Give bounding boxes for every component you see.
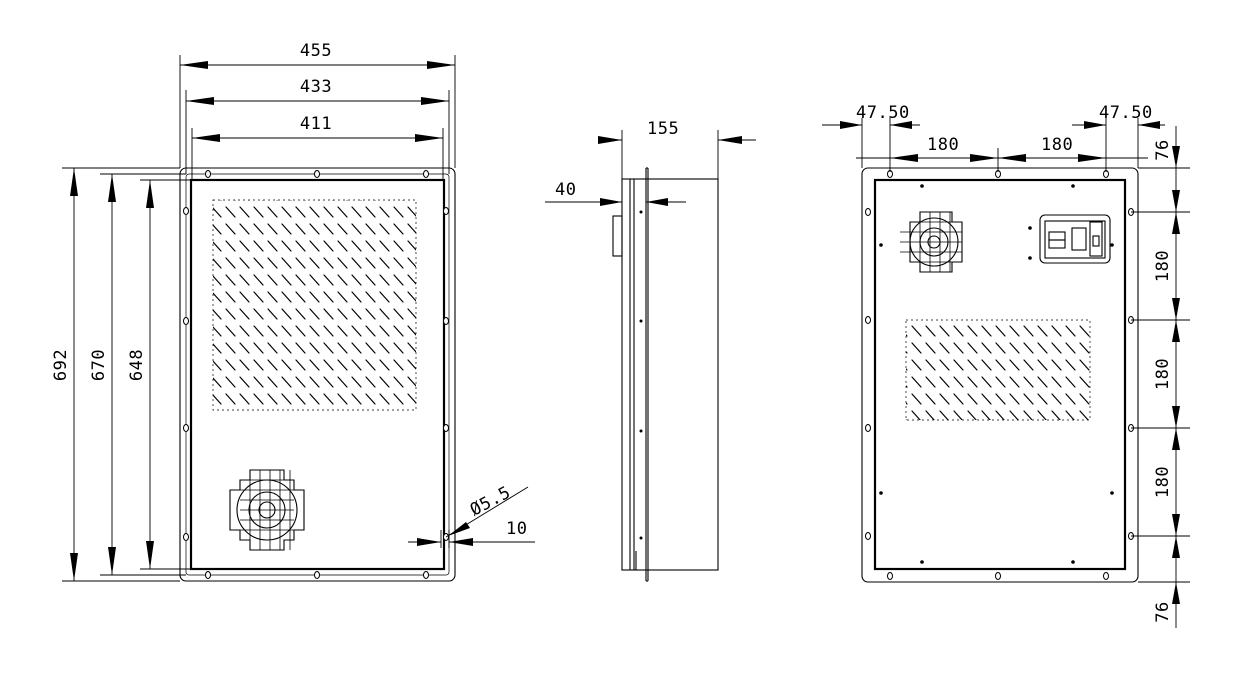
rear-controller-icon (1039, 214, 1111, 264)
rear-vent-outline (905, 319, 1091, 421)
rear-view: 47.50 47.50 180 180 (822, 103, 1190, 628)
hole-callout: Ø5.5 10 (408, 483, 535, 548)
dim-648-label: 648 (127, 349, 147, 381)
front-vent-grille (213, 200, 416, 410)
dim-40-label: 40 (555, 180, 576, 200)
front-outer-flange (179, 167, 456, 582)
rear-vertical-dimensions: 76 180 180 180 76 (1131, 126, 1190, 628)
side-flange-dimension: 40 (545, 180, 686, 206)
rear-horizontal-dimensions: 47.50 47.50 180 180 (822, 103, 1165, 172)
dim-155-label: 155 (647, 119, 679, 139)
rear-panel (873, 178, 1127, 571)
dim-455-label: 455 (300, 41, 332, 61)
side-depth-dimension: 155 (598, 119, 756, 179)
dim-v-top-label: 76 (1153, 139, 1173, 160)
front-height-dimensions: 692 670 648 (51, 167, 191, 582)
side-view: 155 40 (545, 119, 756, 582)
front-width-dimensions: 455 433 411 (179, 41, 456, 180)
dim-v3-label: 180 (1153, 466, 1173, 498)
dim-692-label: 692 (51, 349, 71, 381)
front-vent-outline (212, 199, 417, 411)
rear-fan-icon (900, 211, 963, 273)
dim-pitch-left-label: 180 (927, 135, 959, 155)
rear-rivets (879, 184, 1114, 564)
front-mounting-holes (183, 170, 449, 579)
dim-pitch-right-label: 180 (1041, 135, 1073, 155)
dim-v-bottom-label: 76 (1153, 601, 1173, 622)
side-body (621, 178, 719, 571)
hole-diameter-label: Ø5.5 (467, 483, 514, 521)
rear-outer-flange (861, 167, 1139, 583)
dim-670-label: 670 (89, 349, 109, 381)
front-view: 455 433 411 692 6 (51, 41, 535, 582)
dim-edge-right-label: 47.50 (1099, 103, 1153, 123)
dim-v2-label: 180 (1153, 358, 1173, 390)
dim-edge-left-label: 47.50 (856, 103, 910, 123)
hole-offset-label: 10 (506, 519, 527, 539)
rear-vent-grille (906, 320, 1090, 420)
dim-411-label: 411 (300, 114, 332, 134)
front-fan-icon (229, 469, 305, 551)
front-panel (189, 178, 446, 571)
dim-v1-label: 180 (1153, 250, 1173, 282)
dim-433-label: 433 (300, 77, 332, 97)
side-handle (612, 215, 623, 257)
